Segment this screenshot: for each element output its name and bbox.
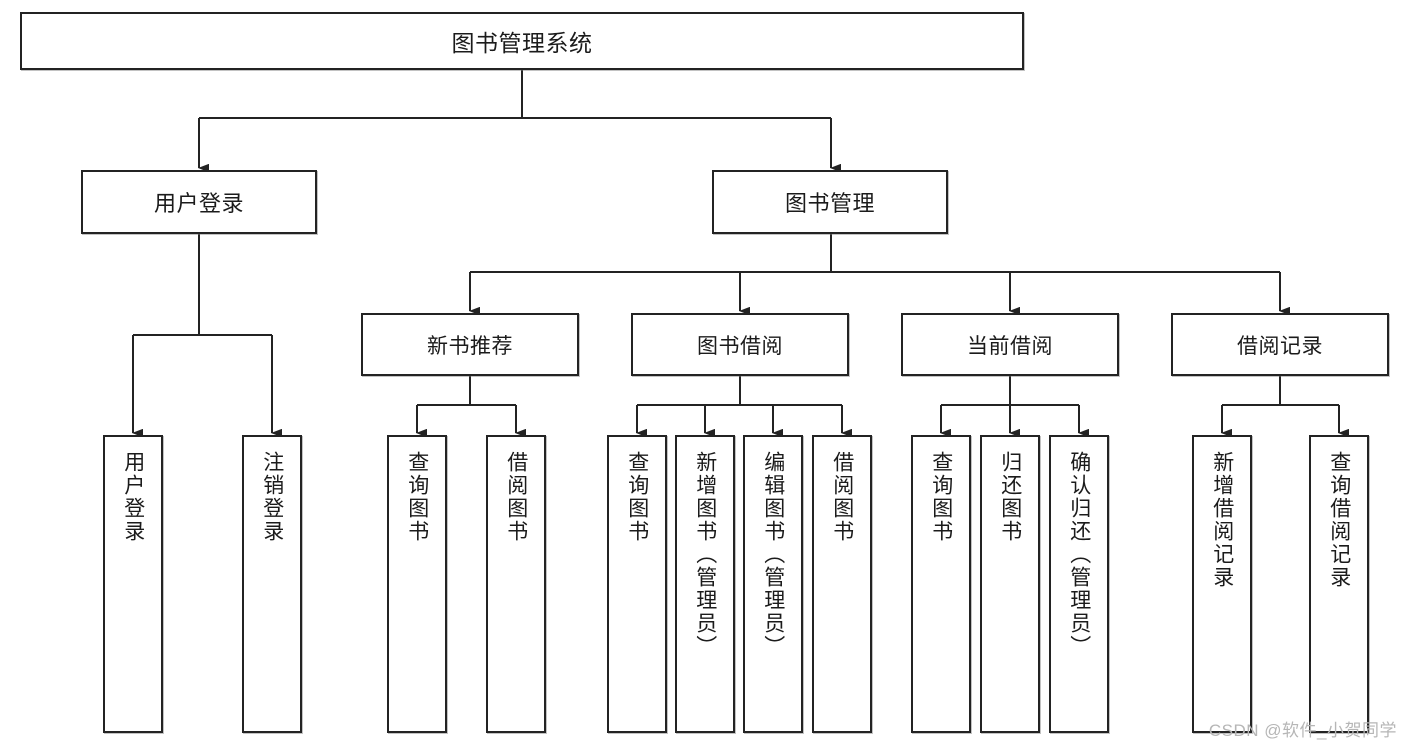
node-label: 用户登录	[121, 451, 145, 543]
node-label: 图书管理系统	[451, 30, 593, 56]
node-label: 注销登录	[260, 451, 284, 543]
leaf-current-query-book[interactable]: 查询图书	[911, 435, 971, 733]
node-label: 当前借阅	[967, 334, 1053, 358]
leaf-user-login[interactable]: 用户登录	[103, 435, 163, 733]
node-borrow-records[interactable]: 借阅记录	[1171, 313, 1389, 376]
node-user-login[interactable]: 用户登录	[81, 170, 317, 234]
leaf-borrow-query-book[interactable]: 查询图书	[607, 435, 667, 733]
node-label: 图书管理	[784, 191, 875, 216]
node-label: 查询借阅记录	[1327, 451, 1351, 589]
node-label: 借阅图书	[504, 451, 528, 543]
leaf-borrow-edit-book-admin[interactable]: 编辑图书（管理员）	[743, 435, 803, 733]
leaf-records-add-record[interactable]: 新增借阅记录	[1192, 435, 1252, 733]
leaf-current-confirm-return-admin[interactable]: 确认归还（管理员）	[1049, 435, 1109, 733]
node-current-borrowing[interactable]: 当前借阅	[901, 313, 1119, 376]
node-label: 编辑图书（管理员）	[761, 451, 785, 658]
node-book-borrowing[interactable]: 图书借阅	[631, 313, 849, 376]
leaf-borrow-borrow-book[interactable]: 借阅图书	[812, 435, 872, 733]
leaf-current-return-book[interactable]: 归还图书	[980, 435, 1040, 733]
leaf-records-query-record[interactable]: 查询借阅记录	[1309, 435, 1369, 733]
node-label: 图书借阅	[697, 334, 783, 358]
leaf-newbook-query-book[interactable]: 查询图书	[387, 435, 447, 733]
node-label: 查询图书	[929, 451, 953, 543]
node-label: 借阅图书	[830, 451, 854, 543]
node-book-management[interactable]: 图书管理	[712, 170, 948, 234]
node-label: 确认归还（管理员）	[1067, 451, 1091, 658]
node-label: 归还图书	[998, 451, 1022, 543]
node-label: 借阅记录	[1237, 334, 1323, 358]
node-label: 新书推荐	[427, 334, 513, 358]
node-label: 新增借阅记录	[1210, 451, 1234, 589]
node-label: 查询图书	[405, 451, 429, 543]
leaf-logout[interactable]: 注销登录	[242, 435, 302, 733]
leaf-borrow-add-book-admin[interactable]: 新增图书（管理员）	[675, 435, 735, 733]
csdn-watermark: CSDN @软件_小贺同学	[1208, 721, 1397, 740]
leaf-newbook-borrow-book[interactable]: 借阅图书	[486, 435, 546, 733]
node-root-book-management-system[interactable]: 图书管理系统	[20, 12, 1024, 70]
node-label: 新增图书（管理员）	[693, 451, 717, 658]
node-label: 查询图书	[625, 451, 649, 543]
node-new-book-recommendation[interactable]: 新书推荐	[361, 313, 579, 376]
node-label: 用户登录	[153, 191, 244, 216]
